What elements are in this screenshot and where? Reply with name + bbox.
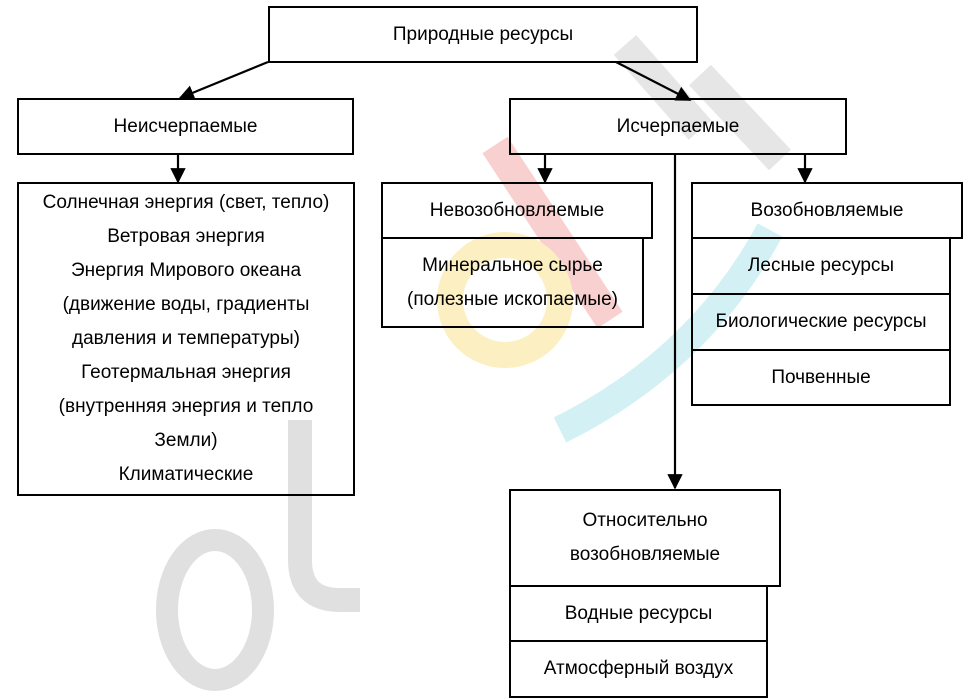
list-item: Энергия Мирового океана: [70, 260, 302, 281]
list-item: Почвенные: [771, 366, 871, 388]
root-box: Природные ресурсы: [268, 6, 698, 63]
relatively-renewable-title-line: возобновляемые: [569, 544, 721, 565]
inexhaustible-title: Неисчерпаемые: [113, 115, 258, 137]
list-item: (движение воды, градиенты: [62, 294, 310, 315]
nonrenewable-items-box: Минеральное сырье (полезные ископаемые): [381, 237, 644, 328]
list-item: Солнечная энергия (свет, тепло): [42, 192, 330, 213]
renewable-item-box: Лесные ресурсы: [691, 237, 951, 295]
arrow-root-to-inexhaustible: [178, 60, 269, 100]
list-item: Атмосферный воздух: [543, 658, 734, 679]
exhaustible-box: Исчерпаемые: [509, 98, 847, 155]
root-label: Природные ресурсы: [392, 23, 574, 45]
relatively-renewable-box: Относительно возобновляемые: [509, 489, 781, 587]
list-item: (полезные ископаемые): [407, 288, 618, 310]
relatively-renewable-item-box: Атмосферный воздух: [509, 640, 768, 698]
list-item: Минеральное сырье: [422, 254, 603, 276]
list-item: Лесные ресурсы: [747, 255, 895, 276]
list-item: Ветровая энергия: [107, 226, 265, 247]
relatively-renewable-title-line: Относительно: [582, 510, 708, 531]
relatively-renewable-item-box: Водные ресурсы: [509, 585, 768, 642]
watermark-letter-e: [156, 529, 274, 691]
watermark-stroke-cyan: [553, 223, 783, 443]
watermark-letter-u: [288, 420, 360, 612]
watermark-stroke-red: [482, 136, 623, 329]
list-item: Биологические ресурсы: [715, 311, 927, 332]
renewable-item-box: Почвенные: [691, 349, 951, 406]
renewable-item-box: Биологические ресурсы: [691, 293, 951, 351]
exhaustible-title: Исчерпаемые: [616, 115, 740, 137]
watermark-stroke-gray: [613, 35, 712, 140]
renewable-title: Возобновляемые: [750, 199, 904, 221]
list-item: давления и температуры): [72, 328, 300, 349]
list-item: Водные ресурсы: [564, 602, 713, 624]
arrow-root-to-exhaustible: [615, 61, 692, 101]
list-item: Климатические: [118, 464, 254, 485]
list-item: Геотермальная энергия: [81, 362, 291, 383]
watermark-stroke-gray-2: [689, 64, 791, 171]
nonrenewable-title: Невозобновляемые: [429, 199, 605, 221]
renewable-box: Возобновляемые: [691, 182, 963, 239]
inexhaustible-list-box: Солнечная энергия (свет, тепло) Ветровая…: [17, 182, 355, 496]
list-item: (внутренняя энергия и тепло: [58, 396, 314, 417]
nonrenewable-box: Невозобновляемые: [381, 182, 653, 239]
list-item: Земли): [154, 430, 218, 451]
watermark-circle-yellow: [437, 232, 573, 368]
inexhaustible-box: Неисчерпаемые: [17, 98, 354, 155]
